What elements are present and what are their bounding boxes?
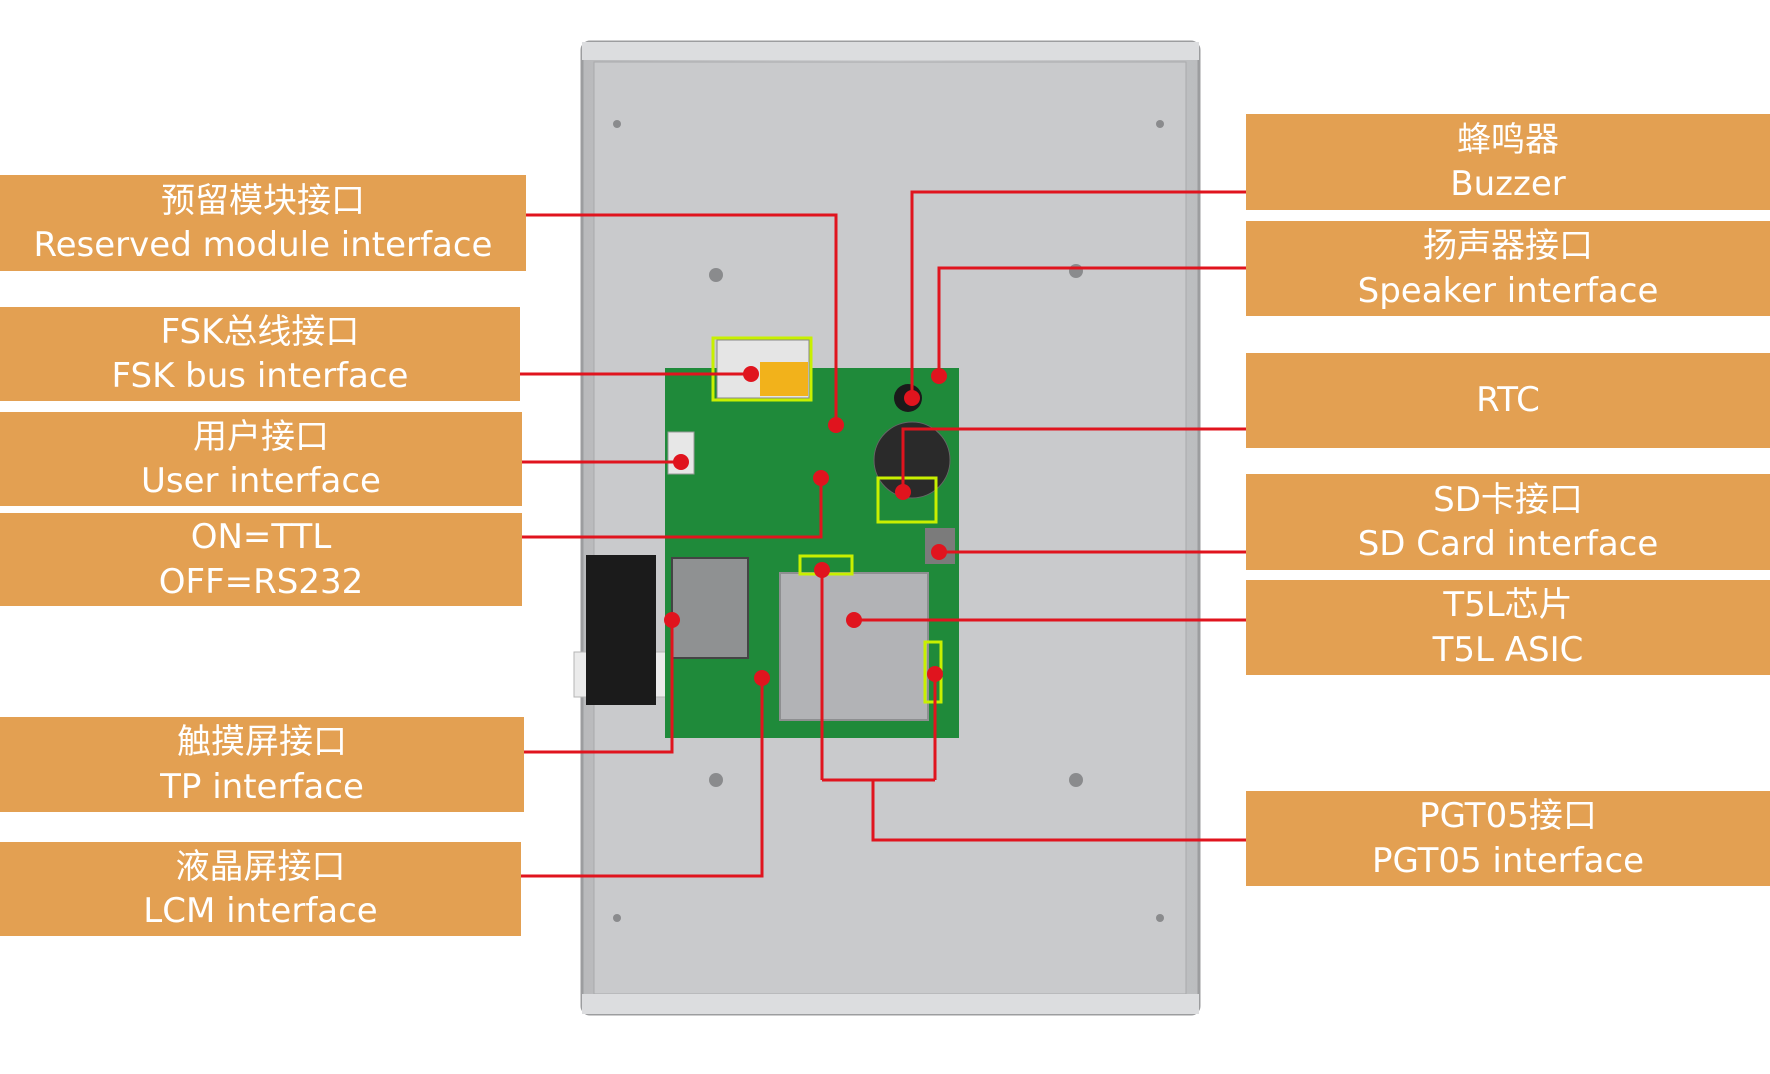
label-lcm-interface: 液晶屏接口 LCM interface: [0, 842, 521, 936]
label-en: Buzzer: [1450, 164, 1566, 204]
label-cn: ON=TTL: [190, 517, 332, 558]
label-fsk-bus: FSK总线接口 FSK bus interface: [0, 307, 520, 401]
label-en: Reserved module interface: [33, 225, 493, 265]
label-en: User interface: [141, 461, 381, 501]
fsk-yellow-terminal: [760, 362, 808, 396]
label-pgt05: PGT05接口 PGT05 interface: [1246, 791, 1770, 886]
label-cn: 蜂鸣器: [1457, 119, 1559, 160]
label-cn: T5L芯片: [1443, 585, 1573, 626]
label-en: FSK bus interface: [111, 356, 409, 396]
label-t5l-asic: T5L芯片 T5L ASIC: [1246, 580, 1770, 675]
label-en: T5L ASIC: [1432, 629, 1584, 670]
label-cn: 扬声器接口: [1423, 226, 1593, 267]
label-ttl-rs232: ON=TTL OFF=RS232: [0, 513, 522, 606]
label-rtc: RTC: [1246, 353, 1770, 448]
label-buzzer: 蜂鸣器 Buzzer: [1246, 114, 1770, 210]
label-tp-interface: 触摸屏接口 TP interface: [0, 717, 524, 812]
label-cn: 液晶屏接口: [175, 846, 346, 887]
leader-endpoints: [664, 366, 947, 686]
label-en: PGT05 interface: [1371, 840, 1645, 881]
label-cn: PGT05接口: [1419, 796, 1597, 837]
leader-lines: [520, 190, 1246, 878]
label-speaker: 扬声器接口 Speaker interface: [1246, 221, 1770, 316]
label-en: Speaker interface: [1357, 270, 1659, 311]
tp-connector-block: [586, 555, 656, 705]
label-cn: 触摸屏接口: [177, 722, 347, 763]
label-cn: 用户接口: [193, 416, 329, 457]
label-user-interface: 用户接口 User interface: [0, 412, 522, 506]
label-sd-card: SD卡接口 SD Card interface: [1246, 474, 1770, 570]
screw-holes: [613, 120, 1164, 922]
label-reserved-module: 预留模块接口 Reserved module interface: [0, 175, 526, 271]
label-cn: FSK总线接口: [160, 311, 360, 352]
label-en: RTC: [1476, 380, 1540, 421]
label-en: SD Card interface: [1357, 524, 1659, 564]
label-cn: 预留模块接口: [161, 180, 365, 221]
label-en: OFF=RS232: [158, 561, 364, 602]
label-en: TP interface: [160, 766, 364, 807]
lcd-module: [671, 557, 749, 659]
t5l-shield: [779, 572, 929, 721]
label-cn: SD卡接口: [1433, 479, 1583, 520]
rtc-battery: [873, 421, 951, 499]
label-en: LCM interface: [143, 891, 378, 931]
